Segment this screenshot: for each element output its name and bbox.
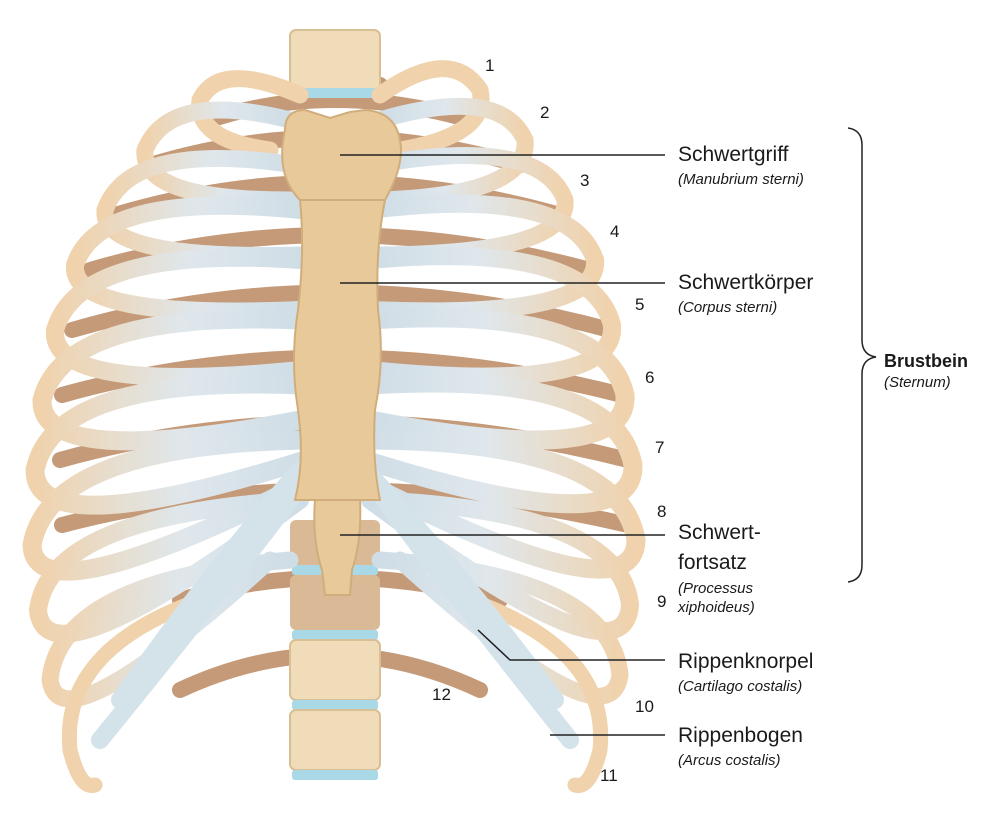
rib-left-8: [22, 430, 320, 581]
label-corpus-latin: (Corpus sterni): [678, 299, 778, 316]
rib-left-2: [136, 101, 299, 209]
label-cartilage-latin: (Cartilago costalis): [678, 678, 803, 695]
leader-lines: [340, 127, 877, 736]
label-xiphoid-line2: fortsatz: [678, 551, 747, 574]
rib-number-8: 8: [657, 502, 667, 521]
label-manubrium-latin: (Manubrium sterni): [678, 171, 804, 188]
xiphoid-process: [313, 499, 362, 596]
rib-number-9: 9: [657, 592, 667, 611]
label-xiphoid-latin-line2: xiphoideus): [678, 599, 755, 616]
rib-right-9: [361, 491, 640, 641]
leader-cartilage: [477, 629, 665, 661]
label-arch: Rippenbogen: [678, 724, 803, 747]
rib-left-11: [61, 592, 208, 793]
rib-right-1: [371, 60, 490, 159]
rib-number-10: 10: [635, 697, 654, 716]
rib-number-12: 12: [432, 685, 451, 704]
rib-left-5: [45, 248, 309, 386]
rib-left-6: [32, 309, 310, 451]
rib-right-2: [371, 97, 534, 209]
rib-number-6: 6: [645, 368, 655, 387]
rib-number-2: 2: [540, 103, 550, 122]
label-xiphoid-line1: Schwert-: [678, 521, 761, 544]
rib-number-3: 3: [580, 171, 590, 190]
rib-left-9: [28, 491, 309, 643]
rib-number-7: 7: [655, 438, 665, 457]
label-xiphoid-latin-line1: (Processus: [678, 580, 754, 597]
rib-right-11: [462, 592, 609, 793]
rib-number-5: 5: [635, 295, 645, 314]
label-sternum-latin: (Sternum): [884, 374, 951, 391]
rib-right-7: [355, 373, 643, 514]
sternum-bracket: [847, 127, 877, 583]
label-cartilage: Rippenknorpel: [678, 650, 814, 673]
label-manubrium: Schwertgriff: [678, 143, 789, 166]
label-sternum: Brustbein: [884, 351, 969, 371]
rib-left-7: [25, 374, 315, 515]
costal-cartilage: [91, 461, 579, 749]
label-corpus: Schwertkörper: [678, 271, 814, 294]
rib-right-4: [361, 194, 605, 321]
label-arch-latin: (Arcus costalis): [678, 752, 781, 769]
rib-right-5: [361, 247, 622, 386]
sternum: [281, 108, 402, 596]
rib-number-4: 4: [610, 222, 620, 241]
rib-number-1: 1: [485, 56, 495, 75]
corpus-sterni: [293, 199, 387, 501]
rib-right-8: [350, 430, 646, 579]
rib-left-1: [191, 70, 309, 159]
rib-number-11: 11: [600, 766, 618, 785]
rib-left-4: [65, 196, 309, 321]
rib-right-6: [360, 308, 635, 450]
